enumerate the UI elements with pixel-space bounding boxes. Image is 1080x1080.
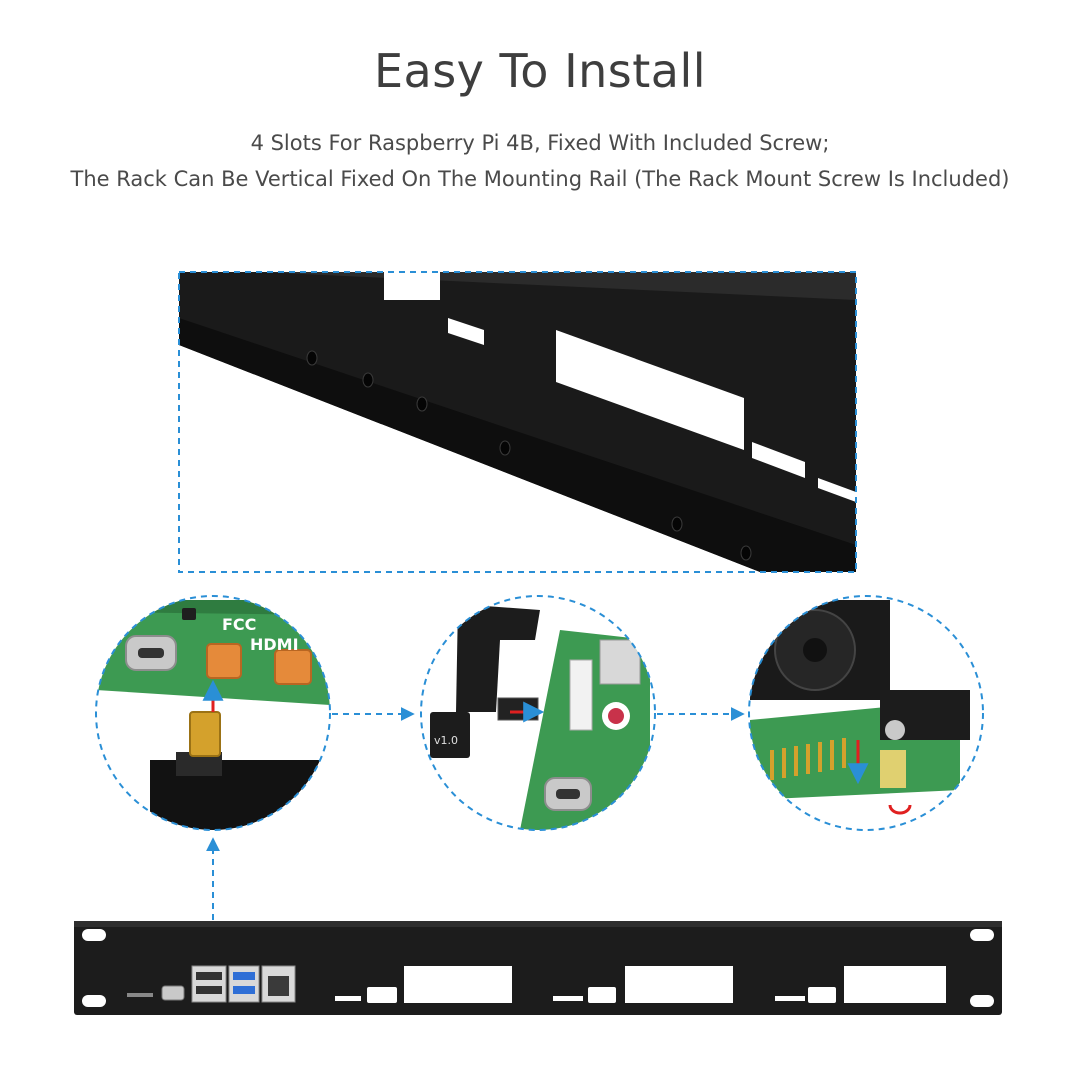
subtitle-line-1: 4 Slots For Raspberry Pi 4B, Fixed With …: [250, 131, 830, 155]
step-1-dashed-ring: [95, 595, 331, 831]
step-3-dashed-ring: [748, 595, 984, 831]
step-1-hdmi-connect: FCC HDMI: [95, 595, 331, 831]
slot-3-hdmi-cutout: [588, 987, 616, 1003]
slot-3-io-cutout: [625, 966, 733, 1003]
rack-front-panel: [74, 921, 1002, 1015]
micro-hdmi-port: [274, 649, 312, 685]
rail-zoom-detail: [178, 271, 857, 573]
standoff-screw: [671, 516, 683, 532]
slot-2-hdmi-cutout: [367, 987, 397, 1003]
fcc-mark: FCC: [222, 615, 256, 634]
slot-4-hdmi-cutout: [808, 987, 836, 1003]
standoff-screw: [362, 372, 374, 388]
standoff-screw: [416, 396, 428, 412]
usb3-port-stack: [228, 965, 260, 1003]
rail-cutout: [818, 478, 856, 502]
step-2-adapter-board: v1.0: [420, 595, 656, 831]
step-3-fan-header: [748, 595, 984, 831]
adapter-version-label: v1.0: [434, 734, 458, 747]
hdmi-adapter-plug: [189, 711, 221, 757]
slot-4-sd-cutout: [775, 996, 805, 1001]
subtitle-line-2: The Rack Can Be Vertical Fixed On The Mo…: [70, 167, 1010, 191]
rail-cutout: [448, 318, 484, 345]
slot-2-sd-cutout: [335, 996, 361, 1001]
rack-ear-hole: [82, 929, 106, 941]
rack-ear-hole: [970, 929, 994, 941]
slot-1-populated: [127, 965, 296, 1003]
standoff-screw: [740, 545, 752, 561]
rail-top-face: [179, 272, 856, 300]
usb-port-stack: [191, 965, 227, 1003]
rack-ear-hole: [970, 995, 994, 1007]
slot-4-io-cutout: [844, 966, 946, 1003]
slot-3-sd-cutout: [553, 996, 583, 1001]
slot-2-io-cutout: [404, 966, 512, 1003]
page-title: Easy To Install: [373, 44, 707, 98]
rack-ear-hole: [82, 995, 106, 1007]
micro-hdmi-port: [206, 643, 242, 679]
standoff-screw: [306, 350, 318, 366]
rail-cutout: [384, 272, 440, 300]
rail-cutout: [752, 442, 805, 478]
standoff-screw: [499, 440, 511, 456]
ffc-adapter: [456, 604, 540, 712]
hdmi-mark: HDMI: [250, 635, 299, 654]
step-2-dashed-ring: [420, 595, 656, 831]
rail-bottom-edge: [179, 318, 856, 572]
rail-cutout-large: [556, 330, 744, 450]
zoom-dashed-frame: [178, 271, 857, 573]
